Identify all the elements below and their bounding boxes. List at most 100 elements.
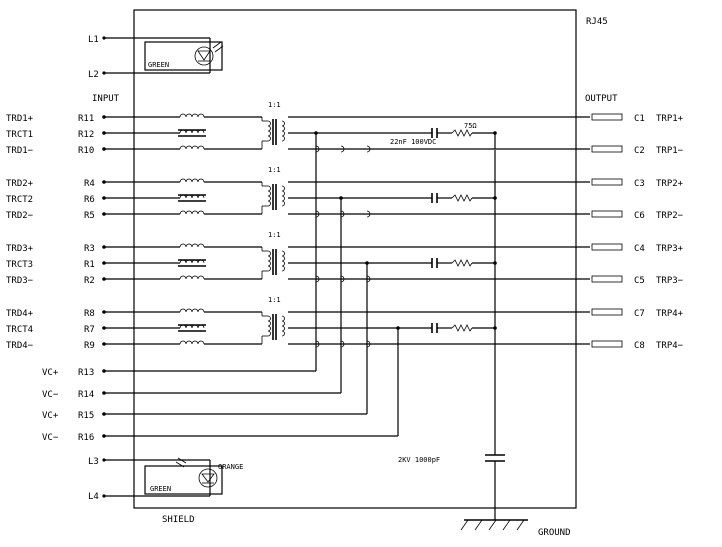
output-port-ch4-a xyxy=(591,308,623,316)
input-ch2-a-pin: R4 xyxy=(84,179,95,189)
transformer-primary-ch4 xyxy=(267,315,271,337)
output-ch2-b-pin: C6 xyxy=(634,211,645,221)
output-ch1-b-pin: C2 xyxy=(634,146,645,156)
input-ch1-ct-name: TRCT1 xyxy=(6,130,33,140)
ratio-ch1: 1:1 xyxy=(268,101,281,109)
input-ch4-ct-pin: R7 xyxy=(84,325,95,335)
module-outline xyxy=(133,9,577,509)
input-ch1-ct-pin: R12 xyxy=(78,130,94,140)
vc3-pin: R15 xyxy=(78,411,94,421)
input-ch2-a-name: TRD2+ xyxy=(6,179,34,189)
output-header: OUTPUT xyxy=(585,94,618,104)
input-ch3-b-name: TRD3− xyxy=(6,276,34,286)
vc-terminal-1 xyxy=(102,369,106,373)
input-ch1-b-pin: R10 xyxy=(78,146,94,156)
ground-label: GROUND xyxy=(538,528,571,538)
ct-resistor-ch1 xyxy=(451,129,473,137)
hv-cap-value: 2KV 1000pF xyxy=(398,456,440,464)
transformer-primary-ch2 xyxy=(267,185,271,207)
connector-label: RJ45 xyxy=(586,17,608,27)
transformer-secondary-ch1 xyxy=(281,120,285,142)
transformer-primary-ch3 xyxy=(267,250,271,272)
input-ch3-a-name: TRD3+ xyxy=(6,244,34,254)
l2-label: L2 xyxy=(88,70,99,80)
led-bottom-circle-icon xyxy=(198,468,218,488)
input-ch3-ct-pin: R1 xyxy=(84,260,95,270)
vc1-pin: R13 xyxy=(78,368,94,378)
output-ch2-a-name: TRP2+ xyxy=(656,179,684,189)
vc1-name: VC+ xyxy=(42,368,59,378)
resistor-value: 75Ω xyxy=(464,122,477,130)
output-port-ch2-b xyxy=(591,210,623,218)
ratio-ch2: 1:1 xyxy=(268,166,281,174)
input-ch1-a-pin: R11 xyxy=(78,114,94,124)
vc3-name: VC+ xyxy=(42,411,59,421)
hv-capacitor: 2KV 1000pF xyxy=(398,150,505,520)
capacitor-value: 22nF 100VDC xyxy=(390,138,436,146)
output-ch3-b-name: TRP3− xyxy=(656,276,684,286)
output-ch1-a-name: TRP1+ xyxy=(656,114,684,124)
output-ch4-a-name: TRP4+ xyxy=(656,309,684,319)
output-port-ch3-b xyxy=(591,275,623,283)
output-ch4-a-pin: C7 xyxy=(634,309,645,319)
output-ch3-a-pin: C4 xyxy=(634,244,645,254)
transformer-secondary-ch4 xyxy=(281,315,285,337)
l4-label: L4 xyxy=(88,492,99,502)
vc4-pin: R16 xyxy=(78,433,94,443)
output-ch4-b-name: TRP4− xyxy=(656,341,684,351)
input-header: INPUT xyxy=(92,94,120,104)
output-ch2-a-pin: C3 xyxy=(634,179,645,189)
l1-label: L1 xyxy=(88,35,99,45)
input-ch4-a-name: TRD4+ xyxy=(6,309,34,319)
transformer-primary-ch1 xyxy=(267,120,271,142)
ground-icon xyxy=(460,519,528,531)
vc-terminal-4 xyxy=(102,434,106,438)
output-ch3-b-pin: C5 xyxy=(634,276,645,286)
input-ch2-b-name: TRD2− xyxy=(6,211,34,221)
wiring xyxy=(102,113,623,438)
ratio-ch3: 1:1 xyxy=(268,231,281,239)
led-top-diode-icon xyxy=(197,50,211,61)
led-bottom-diode-icon xyxy=(201,473,215,483)
input-ch1-a-name: TRD1+ xyxy=(6,114,34,124)
output-ch3-a-name: TRP3+ xyxy=(656,244,684,254)
output-ch1-b-name: TRP1− xyxy=(656,146,684,156)
vc4-name: VC− xyxy=(42,433,59,443)
output-ch4-b-pin: C8 xyxy=(634,341,645,351)
output-port-ch2-a xyxy=(591,178,623,186)
input-ch4-ct-name: TRCT4 xyxy=(6,325,33,335)
input-ch4-b-name: TRD4− xyxy=(6,341,34,351)
led-top-color: GREEN xyxy=(148,61,169,69)
ct-resistor-ch4 xyxy=(451,324,473,332)
output-pins: C1 TRP1+ C2 TRP1− C3 TRP2+ C6 TRP2− C4 T… xyxy=(634,114,684,351)
shield-label: SHIELD xyxy=(162,515,195,525)
vc-terminal-3 xyxy=(102,412,106,416)
input-ch2-b-pin: R5 xyxy=(84,211,95,221)
transformer-secondary-ch2 xyxy=(281,185,285,207)
vc-terminal-2 xyxy=(102,391,106,395)
vc2-name: VC− xyxy=(42,390,59,400)
vc-pins: VC+ R13 VC− R14 VC+ R15 VC− R16 xyxy=(42,368,94,443)
ct-resistor-ch2 xyxy=(451,194,473,202)
transformer-secondary-ch3 xyxy=(281,250,285,272)
output-port-ch1-a xyxy=(591,113,623,121)
input-ch2-ct-pin: R6 xyxy=(84,195,95,205)
output-port-ch1-b xyxy=(591,145,623,153)
input-ch3-ct-name: TRCT3 xyxy=(6,260,33,270)
led-top-circle-icon xyxy=(194,46,214,66)
input-ch4-b-pin: R9 xyxy=(84,341,95,351)
input-ch1-b-name: TRD1− xyxy=(6,146,34,156)
output-ch1-a-pin: C1 xyxy=(634,114,645,124)
ct-resistor-ch3 xyxy=(451,259,473,267)
led-bottom-color-2: ORANGE xyxy=(218,463,243,471)
input-ch4-a-pin: R8 xyxy=(84,309,95,319)
input-ch3-b-pin: R2 xyxy=(84,276,95,286)
output-ch2-b-name: TRP2− xyxy=(656,211,684,221)
led-top: L1 L2 GREEN xyxy=(88,35,224,80)
vc2-pin: R14 xyxy=(78,390,94,400)
output-port-ch4-b xyxy=(591,340,623,348)
l3-label: L3 xyxy=(88,457,99,467)
output-port-ch3-a xyxy=(591,243,623,251)
